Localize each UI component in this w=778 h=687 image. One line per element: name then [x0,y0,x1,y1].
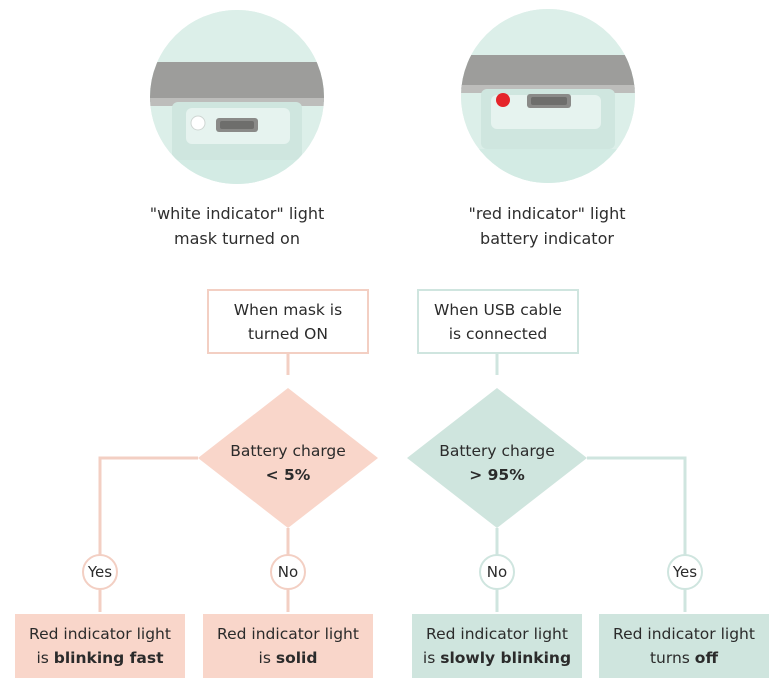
result-left-no-prefix: is [258,649,276,667]
caption-white-line2: mask turned on [174,229,300,248]
start-right-line2: is connected [448,324,548,343]
decision-left-line1: Battery charge [230,442,346,460]
result-left-yes-prefix: is [36,649,54,667]
result-right-yes-bold: off [694,649,719,667]
white-led-icon [190,115,206,131]
decision-left-threshold: < 5% [265,466,311,484]
mask-device-illustration [461,9,635,183]
result-left-no-line2: is solid [217,646,359,670]
result-right-no-bold: slowly blinking [440,649,572,667]
result-blinking-fast: Red indicator light is blinking fast [15,614,185,678]
result-left-yes-line2: is blinking fast [29,646,171,670]
caption-red-indicator: "red indicator" light battery indicator [417,201,677,251]
start-left-line2: turned ON [248,324,328,343]
result-right-no-line2: is slowly blinking [423,646,571,670]
decision-right-line1: Battery charge [439,442,555,460]
decision-diamond-left [198,388,378,528]
start-right-line1: When USB cable [434,300,562,319]
caption-red-line1: "red indicator" light [468,204,626,223]
decision-right-threshold: > 95% [469,466,525,484]
decision-right-text: Battery charge > 95% [407,439,587,487]
result-solid: Red indicator light is solid [203,614,373,678]
result-left-yes-line1: Red indicator light [29,625,171,643]
start-box-usb-connected: When USB cable is connected [417,289,579,354]
mask-device-illustration [150,10,324,184]
result-right-yes-prefix: turns [649,649,695,667]
badge-left-yes: Yes [82,554,118,590]
connector-right-yes-branch [587,456,687,612]
badge-left-no: No [270,554,306,590]
connector-left-yes-branch [98,456,198,612]
caption-red-line2: battery indicator [480,229,614,248]
result-right-yes-line2: turns off [613,646,755,670]
start-box-mask-on: When mask is turned ON [207,289,369,354]
start-left-line1: When mask is [233,300,343,319]
result-right-yes-line1: Red indicator light [613,625,755,643]
result-right-no-line1: Red indicator light [426,625,568,643]
caption-white-indicator: "white indicator" light mask turned on [107,201,367,251]
decision-left-text: Battery charge < 5% [198,439,378,487]
badge-right-no: No [479,554,515,590]
result-left-no-bold: solid [275,649,318,667]
caption-white-line1: "white indicator" light [149,204,325,223]
result-left-no-line1: Red indicator light [217,625,359,643]
photo-white-indicator [150,10,324,184]
result-slowly-blinking: Red indicator light is slowly blinking [412,614,582,678]
red-led-icon [496,93,510,107]
result-turns-off: Red indicator light turns off [599,614,769,678]
badge-right-yes: Yes [667,554,703,590]
photo-red-indicator [461,9,635,183]
decision-diamond-right [407,388,587,528]
result-left-yes-bold: blinking fast [53,649,164,667]
result-right-no-prefix: is [422,649,441,667]
